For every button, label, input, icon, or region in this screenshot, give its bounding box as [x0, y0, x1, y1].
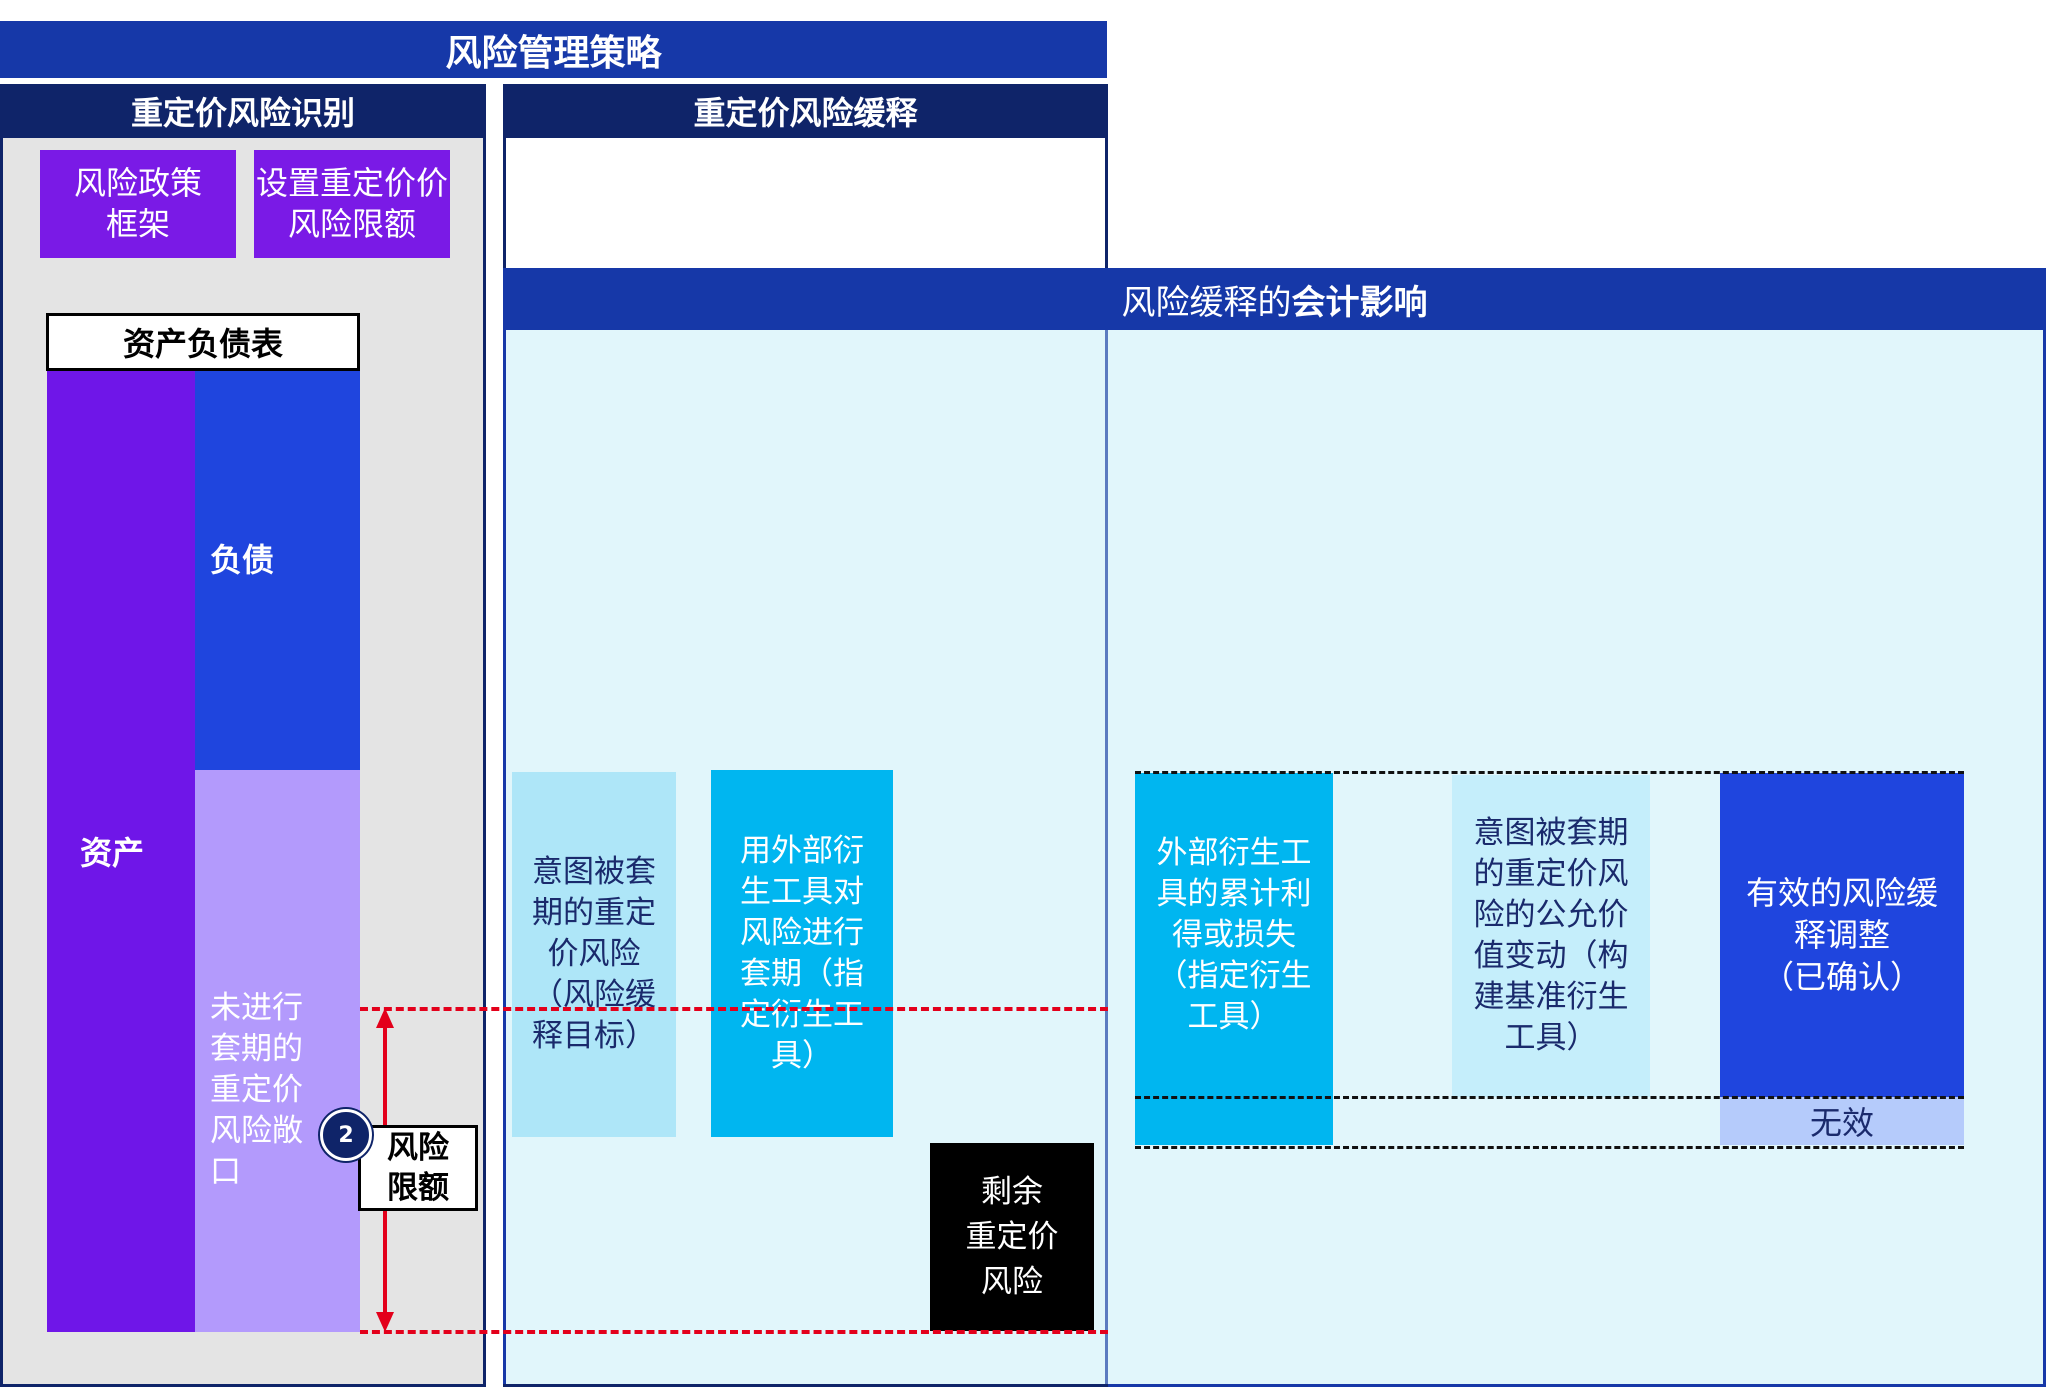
fair-value-change-box: 意图被套期 的重定价风 险的公允价 值变动（构 建基准衍生 工具） — [1452, 775, 1650, 1097]
risk-policy-framework-button[interactable]: 风险政策 框架 — [40, 150, 236, 258]
derivative-gain-loss-box: 外部衍生工 具的累计利 得或损失 （指定衍生 工具） — [1135, 773, 1333, 1097]
unhedged-exposure-column — [195, 770, 360, 1332]
red-limit-line-upper — [360, 1007, 1108, 1011]
mitigation-panel-bottom-border — [503, 1384, 1108, 1387]
risk-limit-label: 风险 限额 — [358, 1125, 478, 1211]
ineffective-box: 无效 — [1720, 1097, 1964, 1145]
panel-divider — [1105, 330, 1108, 1387]
identification-panel-title: 重定价风险识别 — [0, 84, 486, 138]
assets-column — [47, 371, 195, 1332]
step-number-badge: 2 — [320, 1109, 372, 1161]
set-repricing-limit-button[interactable]: 设置重定价价 风险限额 — [254, 150, 450, 258]
intended-hedged-risk-box: 意图被套 期的重定 价风险 （风险缓 释目标） — [512, 772, 676, 1137]
dashed-line-bottom — [1135, 1146, 1964, 1149]
red-limit-line-lower — [360, 1330, 1108, 1334]
accounting-impact-title: 风险缓释的会计影响 — [503, 268, 2046, 330]
accounting-title-regular: 风险缓释的 — [1121, 282, 1292, 323]
balance-sheet-title: 资产负债表 — [46, 313, 360, 371]
mitigation-panel-title: 重定价风险缓释 — [503, 84, 1108, 138]
residual-repricing-risk-box: 剩余 重定价 风险 — [930, 1143, 1094, 1331]
accounting-title-bold: 会计影响 — [1291, 282, 1428, 323]
liabilities-label: 负债 — [210, 541, 275, 579]
liabilities-column — [195, 371, 360, 770]
assets-label: 资产 — [80, 834, 145, 872]
derivative-gain-ineffective-strip — [1135, 1097, 1333, 1145]
strategy-header: 风险管理策略 — [0, 21, 1107, 78]
dashed-line-top — [1135, 771, 1964, 774]
external-derivative-hedge-box: 用外部衍 生工具对 风险进行 套期（指 定衍生工 具） — [711, 770, 893, 1137]
dashed-line-middle — [1135, 1096, 1964, 1099]
effective-mitigation-box: 有效的风险缓 释调整 （已确认） — [1720, 773, 1964, 1097]
unhedged-exposure-label: 未进行 套期的 重定价 风险敞 口 — [210, 990, 303, 1190]
